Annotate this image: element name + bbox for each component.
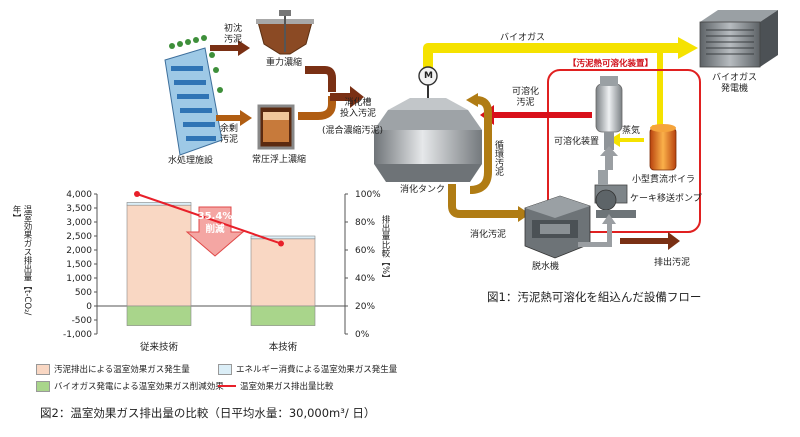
legend-label-sludge: 汚泥排出による温室効果ガス発生量 (54, 365, 190, 375)
reduction-annotation-value: 35.4% (198, 211, 233, 222)
flotation-thickener-icon (257, 104, 295, 150)
water-treatment-facility-icon (164, 35, 223, 156)
x-tick-label: 本技術 (269, 341, 298, 353)
gravity-thickening-label: 重力濃縮 (266, 58, 303, 68)
y-tick-label: 3,500 (66, 204, 92, 214)
y2-tick-label: 60% (355, 246, 375, 256)
legend-label-biogas: バイオガス発電による温室効果ガス削減効果 (54, 382, 224, 392)
digested-sludge-label: 消化汚泥 (470, 230, 507, 240)
reduction-arrow (185, 206, 245, 257)
cake-pump-label: ケーキ移送ポンプ (630, 194, 702, 204)
boiler-icon (649, 124, 677, 171)
y-tick-label: 3,000 (66, 218, 92, 228)
ratio-point (278, 240, 284, 247)
excess-sludge-arrow (216, 110, 252, 126)
biogas-label: バイオガス (500, 33, 546, 43)
y-tick-label: 1,500 (66, 260, 92, 270)
y-tick-label: 2,000 (66, 246, 92, 256)
ghg-comparison-chart: 4,000 3,500 3,000 2,500 2,000 1,500 1,000 500 0 -… (63, 190, 381, 353)
bar-biogas (126, 305, 192, 326)
bar-biogas (250, 305, 316, 326)
solubilized-sludge-label: 可溶化 汚泥 (512, 87, 540, 108)
water-facility-label: 水処理施設 (168, 156, 214, 166)
solubilization-unit-title: 【汚泥熱可溶化装置】 (568, 59, 654, 69)
bar-energy (250, 235, 316, 240)
pump-to-solubilizer-arrow (600, 146, 618, 170)
y-tick-label: -1,000 (63, 330, 92, 340)
cake-pump-icon (594, 170, 636, 218)
legend-swatch-ratio (218, 385, 236, 387)
cake-to-pump-arrow (578, 214, 616, 247)
bar-energy (126, 202, 192, 206)
circulating-sludge-label: 循環汚泥 (493, 140, 503, 176)
motor-icon (418, 66, 438, 86)
flotation-thickening-label: 常圧浮上濃縮 (252, 155, 307, 165)
excess-sludge-label: 余剰 汚泥 (220, 124, 239, 145)
reduction-annotation-label: 削減 (205, 223, 225, 235)
steam-label: 蒸気 (622, 126, 641, 136)
flotation-to-digester-arrow (298, 86, 364, 120)
figure2-caption: 図2：温室効果ガス排出量の比較（日平均水量：30,000m³/ 日） (40, 406, 376, 420)
initial-sludge-label: 初沈 汚泥 (224, 24, 243, 45)
circulating-sludge-arrow (466, 93, 492, 194)
legend-swatch-biogas (36, 380, 50, 392)
steam-arrow (609, 133, 644, 147)
bar-sludge (126, 204, 192, 307)
y2-tick-label: 20% (355, 302, 375, 312)
legend-label-ratio: 温室効果ガス排出量比較 (240, 382, 334, 392)
figure1-caption: 図1：汚泥熱可溶化を組込んだ設備フロー (487, 290, 702, 304)
bar-sludge (250, 238, 316, 307)
dewatering-machine-icon (524, 195, 591, 259)
y-tick-label: 0 (86, 302, 92, 312)
biogas-generator-icon (699, 10, 778, 68)
gravity-thickener-icon (256, 10, 314, 55)
y2-tick-label: 80% (355, 218, 375, 228)
motor-symbol: M (424, 71, 433, 81)
chart-y2label: 排出量比較【%】 (380, 215, 390, 283)
discharge-sludge-label: 排出汚泥 (654, 258, 691, 268)
chart-ylabel: 温室効果ガス排出量【t-CO₂/年】 (11, 205, 32, 316)
y-tick-label: 1,000 (66, 274, 92, 284)
legend-swatch-sludge (36, 363, 50, 375)
dewatering-label: 脱水機 (532, 262, 560, 272)
solubilization-unit-box (547, 69, 701, 233)
legend-item-sludge: 汚泥排出による温室効果ガス発生量 (36, 363, 190, 375)
ratio-point (134, 191, 140, 197)
y2-tick-label: 40% (355, 274, 375, 284)
y-tick-label: 4,000 (66, 190, 92, 200)
y2-tick-label: 100% (355, 190, 381, 200)
legend-item-biogas: バイオガス発電による温室効果ガス削減効果 (36, 380, 224, 392)
solubilizer-label: 可溶化装置 (554, 137, 600, 147)
y2-tick-label: 0% (355, 330, 370, 340)
x-tick-label: 従来技術 (140, 341, 179, 353)
ratio-line (136, 193, 282, 245)
legend-item-energy: エネルギー消費による温室効果ガス発生量 (218, 363, 397, 375)
legend-label-energy: エネルギー消費による温室効果ガス発生量 (236, 365, 398, 375)
digestion-tank-icon (374, 82, 482, 182)
digester-input-label: 消化槽 投入汚泥 (340, 98, 377, 119)
solubilizer-icon (595, 76, 623, 150)
discharge-sludge-arrow (620, 232, 680, 250)
gravity-to-digester-arrow (305, 66, 336, 92)
boiler-label: 小型貫流ボイラ (632, 175, 696, 185)
y-tick-label: -500 (72, 316, 93, 326)
initial-sludge-arrow (210, 40, 250, 56)
legend-swatch-energy (218, 363, 232, 375)
y-tick-label: 500 (75, 288, 92, 298)
digested-sludge-arrow (448, 184, 530, 222)
y-tick-label: 2,500 (66, 232, 92, 242)
mixed-sludge-label: (混合濃縮汚泥) (322, 126, 384, 136)
digestion-tank-label: 消化タンク (400, 185, 446, 195)
biogas-generator-label: バイオガス 発電機 (712, 73, 758, 94)
legend-item-ratio: 温室効果ガス排出量比較 (218, 380, 334, 392)
